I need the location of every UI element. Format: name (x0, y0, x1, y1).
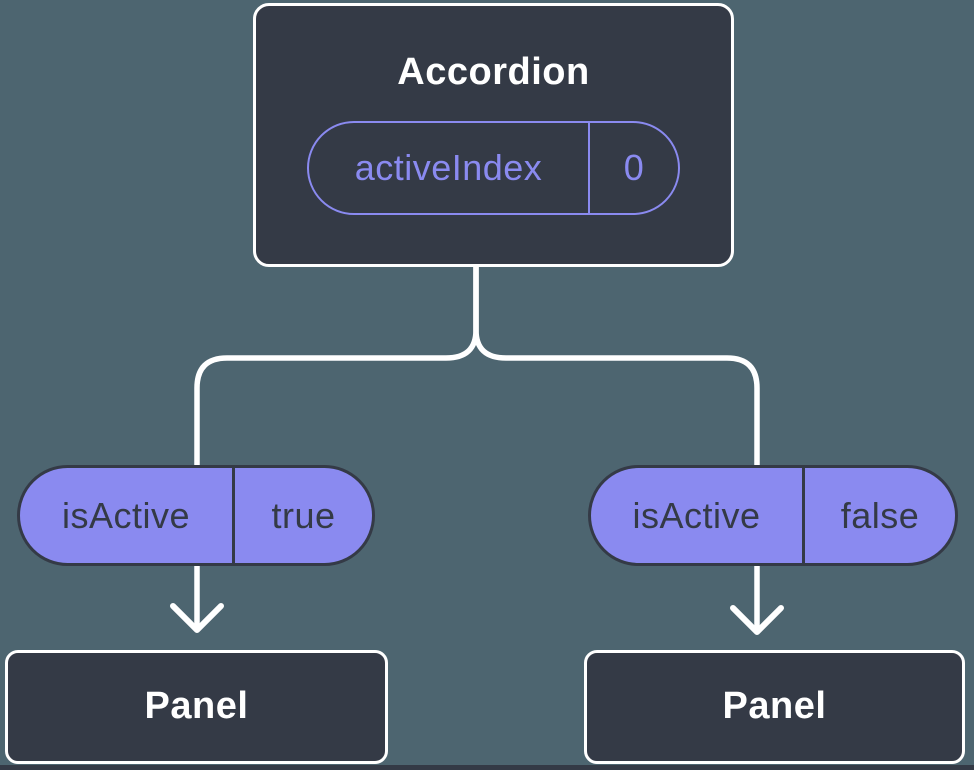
connector-left-branch (194, 264, 479, 629)
state-pill-activeindex: activeIndex 0 (307, 120, 680, 215)
panel-node-title: Panel (144, 685, 249, 728)
panel-node-left: Panel (5, 650, 388, 764)
prop-pill-isactive-right: isActive false (588, 465, 958, 566)
connector-right-branch (473, 264, 760, 631)
accordion-node: Accordion activeIndex 0 (253, 3, 734, 267)
prop-pill-label: isActive (632, 494, 761, 536)
prop-pill-isactive-left: isActive true (17, 465, 375, 566)
panel-node-right: Panel (584, 650, 965, 764)
accordion-node-title: Accordion (397, 51, 590, 93)
prop-pill-value: false (802, 468, 955, 563)
arrow-down-icon (730, 605, 784, 635)
state-pill-value: 0 (588, 122, 678, 213)
panel-node-title: Panel (722, 685, 827, 728)
arrow-down-icon (170, 603, 224, 633)
prop-pill-value: true (232, 468, 372, 563)
page-bottom-edge (0, 765, 974, 770)
prop-pill-label: isActive (61, 494, 191, 536)
state-pill-label: activeIndex (354, 146, 543, 188)
